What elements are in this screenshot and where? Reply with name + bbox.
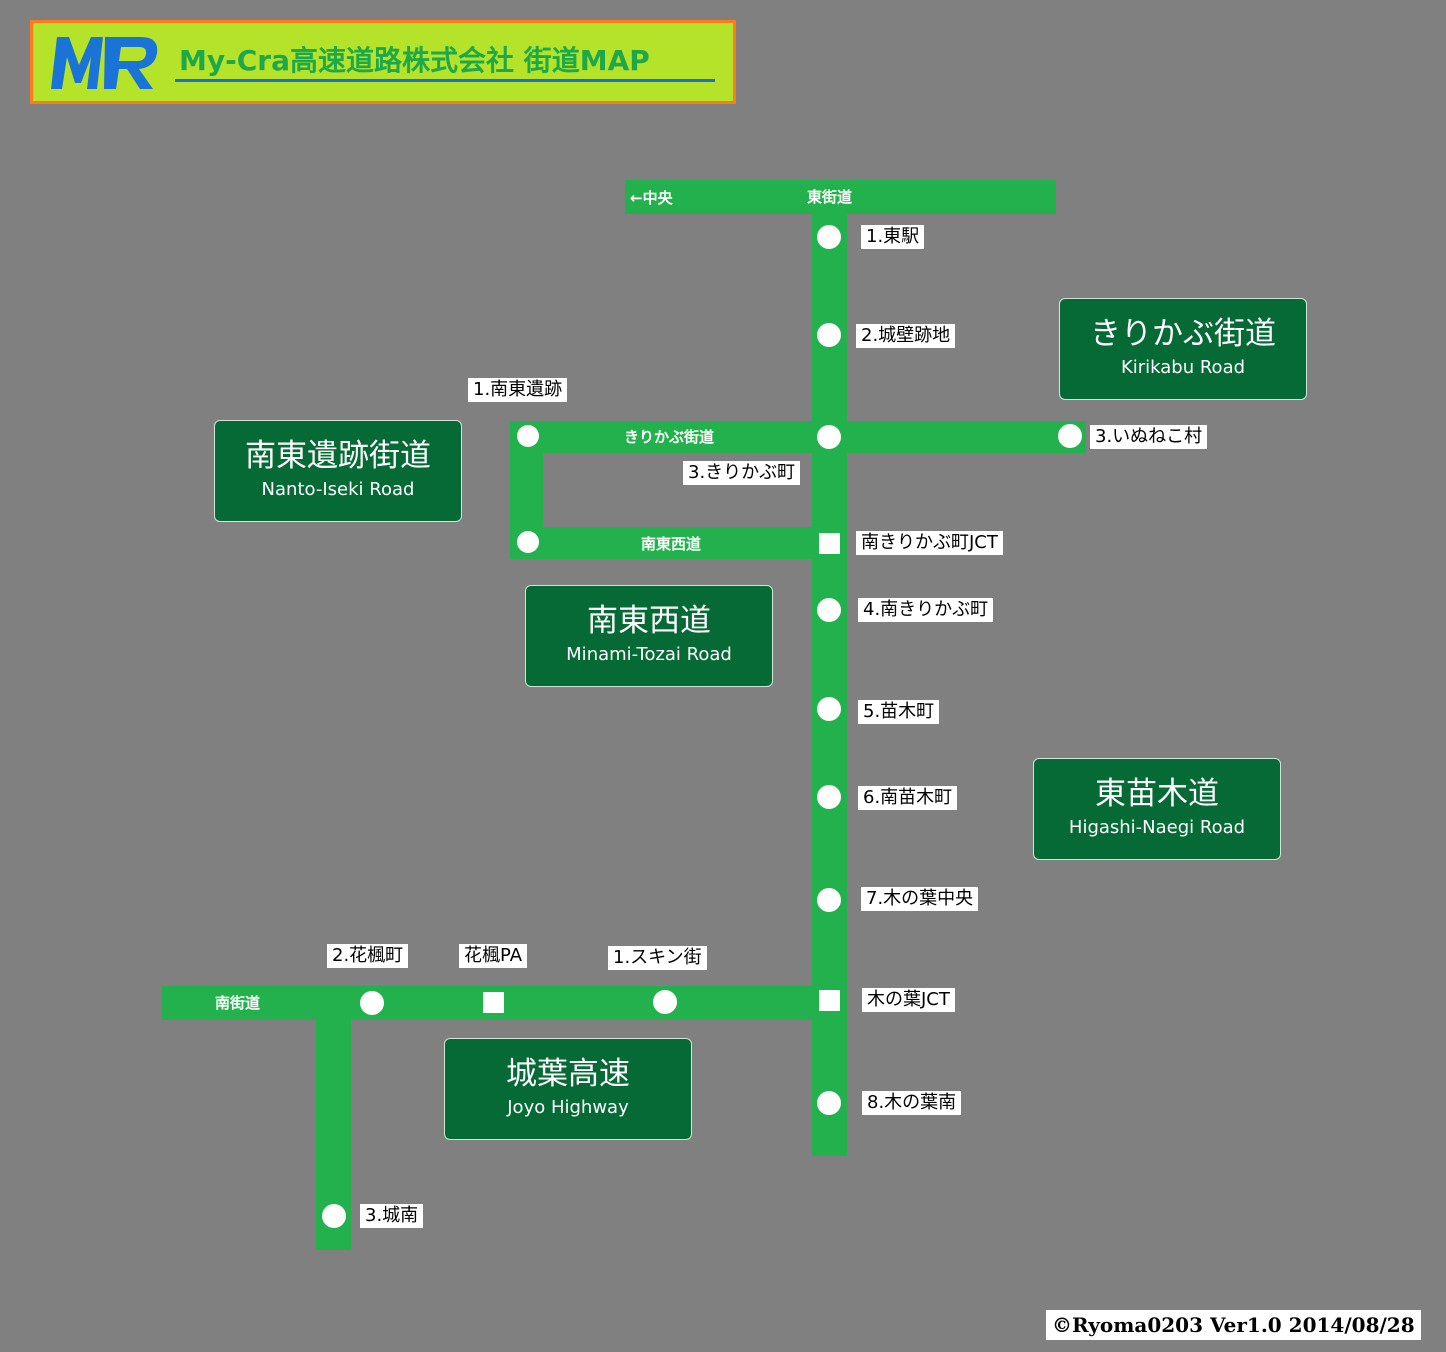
road-sign-en: Nanto-Iseki Road <box>261 479 415 500</box>
road-sign-kirikabu: きりかぶ街道 Kirikabu Road <box>1059 298 1307 400</box>
station-label-naegi-cho: 5.苗木町 <box>858 700 940 724</box>
station-label-kaede-pa: 花楓PA <box>459 944 528 968</box>
nanto-tozai-road <box>510 527 847 559</box>
station-marker[interactable] <box>817 225 841 249</box>
station-marker[interactable] <box>817 598 841 622</box>
road-sign-en: Joyo Highway <box>507 1097 629 1118</box>
station-label-minami-kirikabu-cho: 4.南きりかぶ町 <box>858 598 994 622</box>
station-marker[interactable] <box>817 323 841 347</box>
junction-marker[interactable] <box>819 990 840 1011</box>
road-network <box>162 180 1086 1250</box>
parking-area-marker[interactable] <box>483 992 504 1013</box>
station-label-minami-naegi-cho: 6.南苗木町 <box>858 786 958 810</box>
station-marker[interactable] <box>817 697 841 721</box>
station-label-kaede-cho: 2.花楓町 <box>327 944 409 968</box>
road-sign-en: Kirikabu Road <box>1120 357 1246 378</box>
road-sign-nanto-iseki: 南東遺跡街道 Nanto-Iseki Road <box>214 420 462 522</box>
road-sign-higashi-naegi: 東苗木道 Higashi-Naegi Road <box>1033 758 1281 860</box>
station-label-minami-kirikabu-jct: 南きりかぶ町JCT <box>856 531 1003 555</box>
road-sign-jp: 南東遺跡街道 <box>245 438 431 474</box>
title-underline <box>175 79 715 82</box>
station-label-jonan: 3.城南 <box>360 1204 424 1228</box>
road-label-kirikabu: きりかぶ街道 <box>624 428 714 446</box>
station-label-kirikabu-cho: 3.きりかぶ町 <box>683 461 801 485</box>
map-header: MR My-Cra高速道路株式会社 街道MAP <box>30 20 736 104</box>
station-marker[interactable] <box>817 1091 841 1115</box>
road-sign-joyo: 城葉高速 Joyo Highway <box>444 1038 692 1140</box>
road-sign-en: Higashi-Naegi Road <box>1068 817 1246 838</box>
station-label-nanto-iseki: 1.南東遺跡 <box>468 378 568 402</box>
road-sign-jp: きりかぶ街道 <box>1090 316 1276 352</box>
station-label-skin-gai: 1.スキン街 <box>608 946 707 970</box>
road-label-nantozai: 南東西道 <box>641 535 701 553</box>
station-label-konoha-minami: 8.木の葉南 <box>862 1091 962 1115</box>
station-label-higashi-eki: 1.東駅 <box>861 225 925 249</box>
road-sign-en: Minami-Tozai Road <box>566 644 732 665</box>
station-label-konoha-jct: 木の葉JCT <box>862 988 955 1012</box>
page-title: My-Cra高速道路株式会社 街道MAP <box>179 44 650 77</box>
station-label-johekiato: 2.城壁跡地 <box>856 324 956 348</box>
station-label-inuneko: 3.いぬねこ村 <box>1090 425 1208 449</box>
station-marker[interactable] <box>322 1204 346 1228</box>
copyright-notice: ©Ryoma0203 Ver1.0 2014/08/28 <box>1046 1310 1421 1340</box>
road-sign-minami-tozai: 南東西道 Minami-Tozai Road <box>525 585 773 687</box>
station-marker[interactable] <box>817 888 841 912</box>
station-marker[interactable] <box>817 425 841 449</box>
kirikabu-kaido-road <box>510 421 1086 453</box>
station-marker[interactable] <box>517 425 539 447</box>
road-sign-jp: 東苗木道 <box>1095 776 1219 812</box>
station-marker[interactable] <box>817 785 841 809</box>
station-marker[interactable] <box>653 990 677 1014</box>
minami-kaido-road <box>162 986 847 1020</box>
station-markers <box>322 225 1082 1228</box>
station-label-konoha-chuo: 7.木の葉中央 <box>861 887 979 911</box>
junction-marker[interactable] <box>819 533 840 554</box>
road-sign-jp: 城葉高速 <box>506 1056 630 1092</box>
station-marker[interactable] <box>1058 424 1082 448</box>
road-sign-jp: 南東西道 <box>587 603 711 639</box>
road-label-higashi: 東街道 <box>807 188 852 206</box>
station-marker[interactable] <box>360 991 384 1015</box>
station-marker[interactable] <box>517 531 539 553</box>
road-name-labels: ←中央 東街道 きりかぶ街道 南東西道 南街道 <box>215 188 852 1012</box>
road-label-minami: 南街道 <box>215 994 260 1012</box>
road-label-chuo: ←中央 <box>630 189 674 207</box>
mr-logo: MR <box>51 37 158 89</box>
